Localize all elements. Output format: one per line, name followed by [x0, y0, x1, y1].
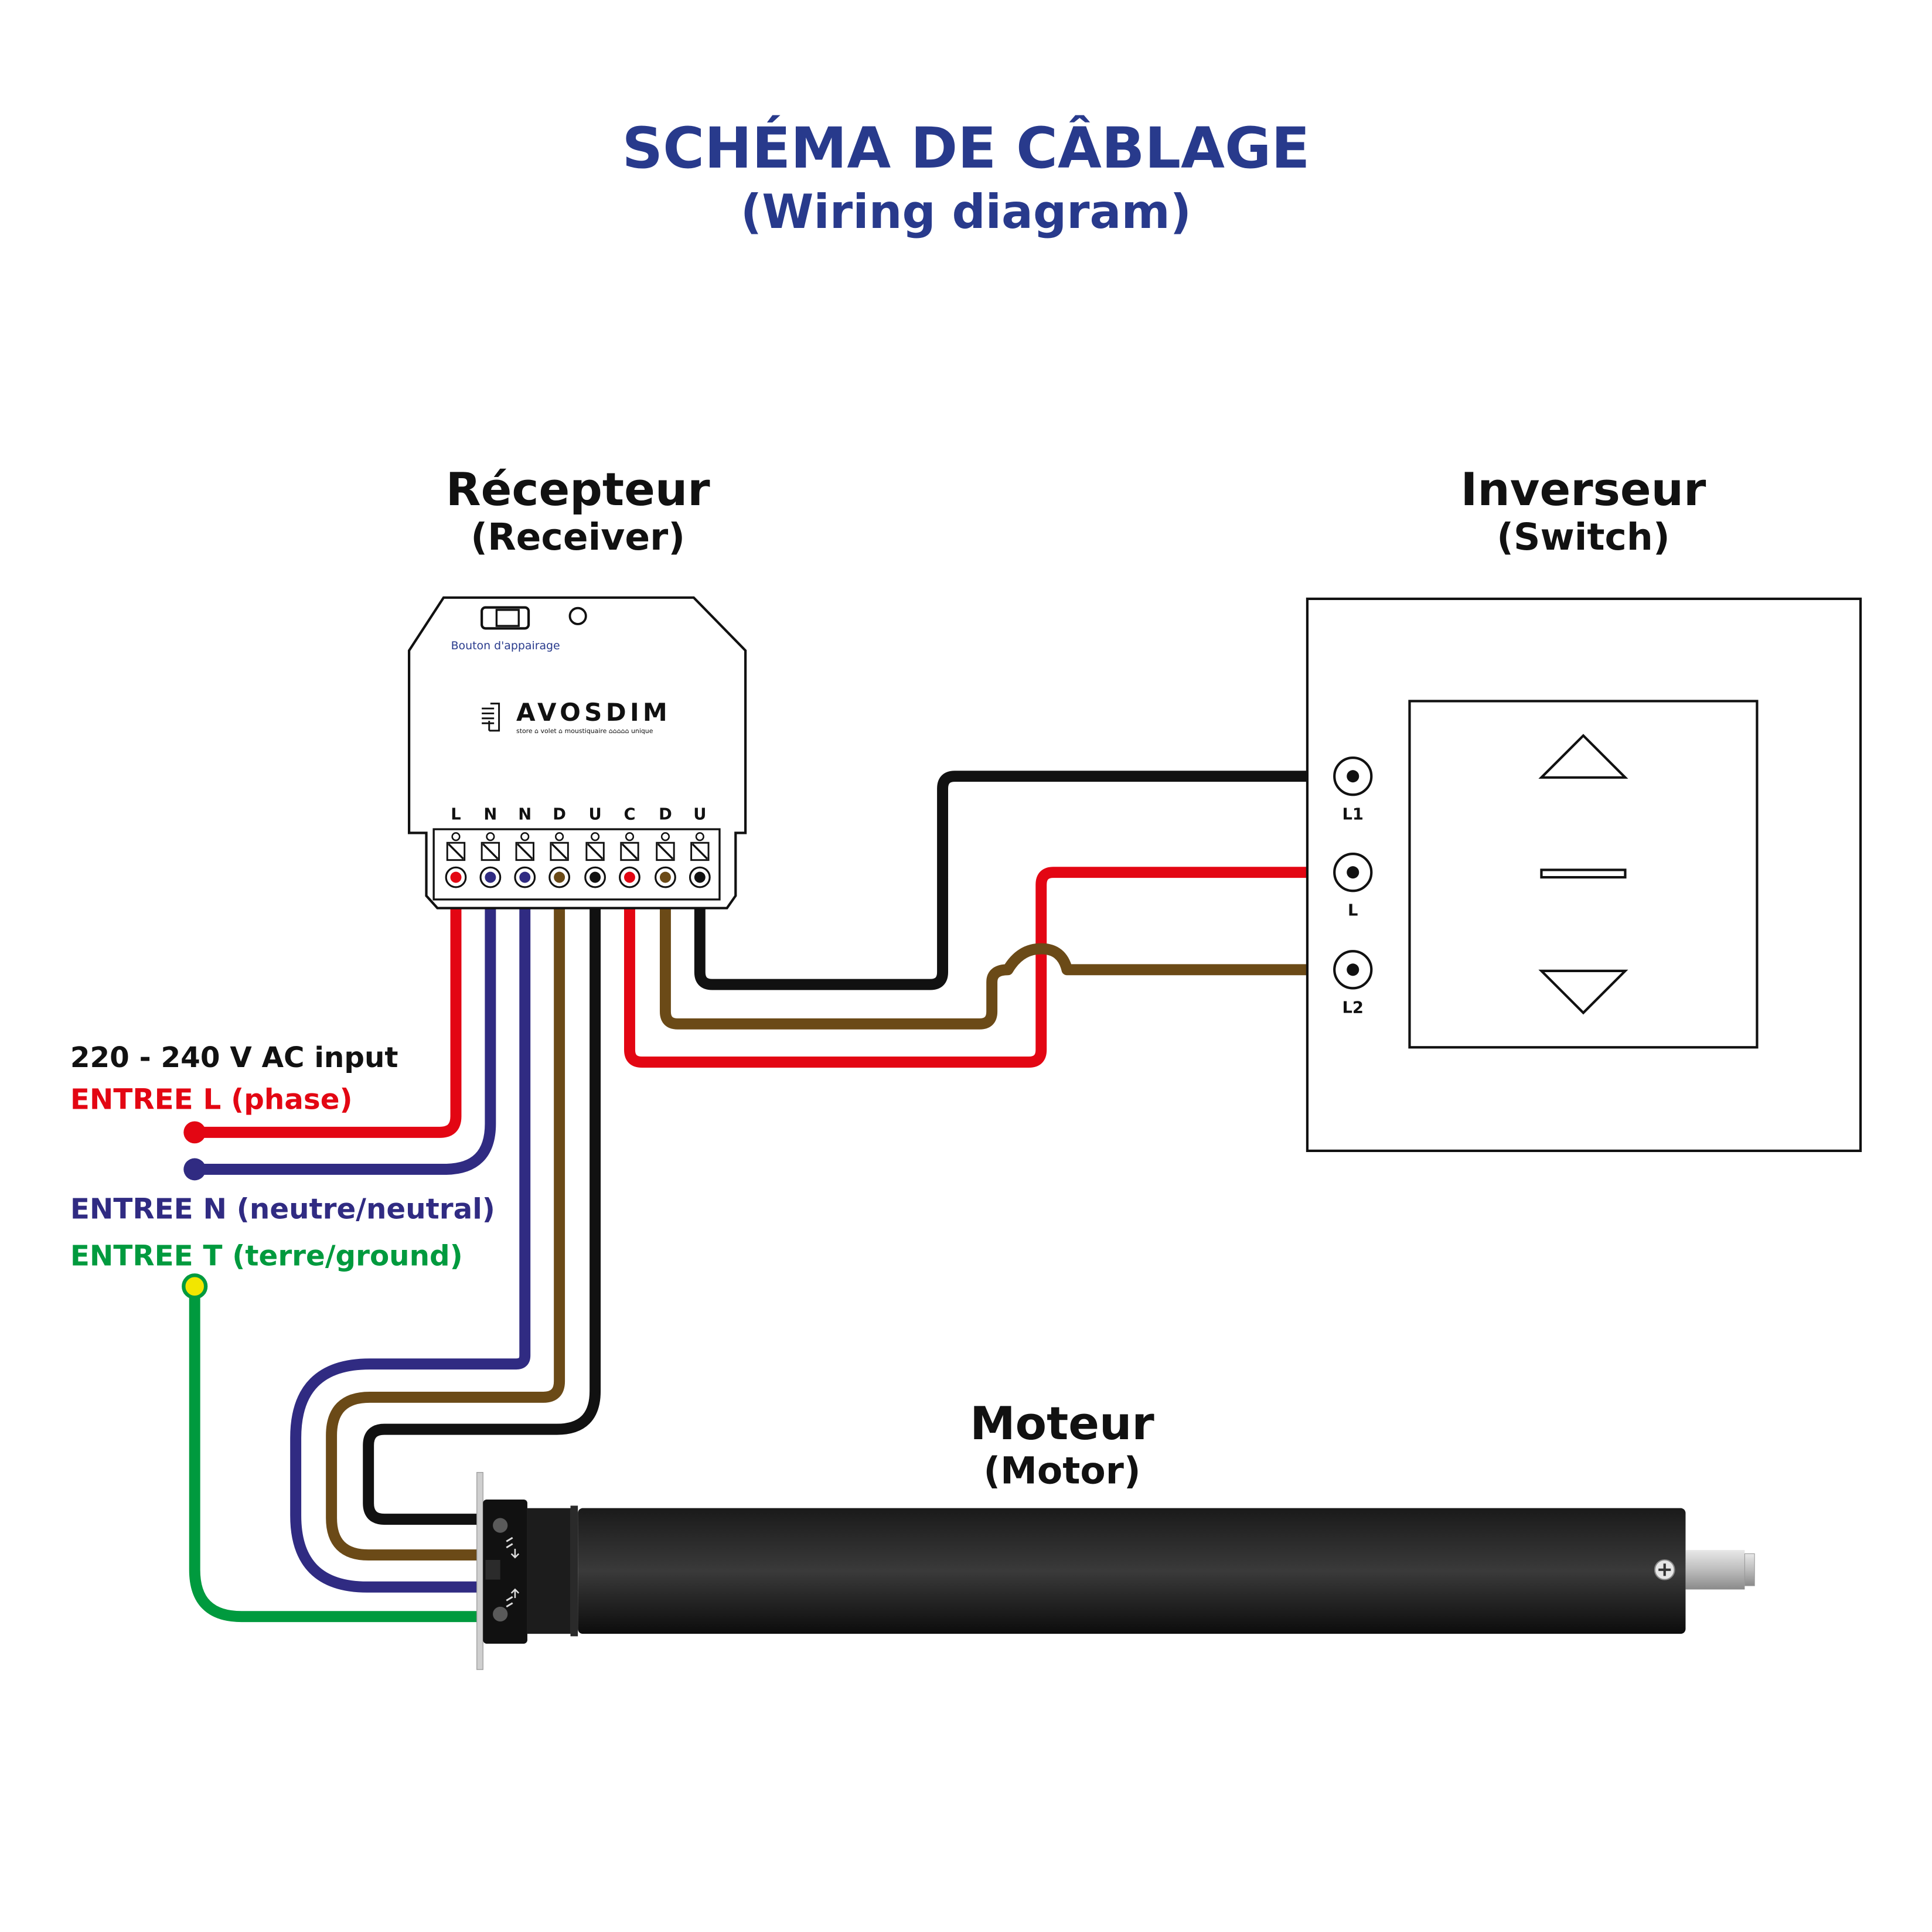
limit-button-down[interactable]	[493, 1518, 508, 1533]
diagram-subtitle: (Wiring diagram)	[741, 185, 1191, 239]
terminal-label: N	[483, 805, 497, 823]
terminal-label: N	[518, 805, 531, 823]
ground-input-dot	[182, 1273, 208, 1300]
brand-name: AVOSDIM	[516, 698, 671, 727]
terminal-indicator	[660, 832, 670, 841]
screw-slot-icon	[587, 843, 604, 860]
wire-up-motor	[363, 871, 601, 1525]
screw-slot-icon	[657, 843, 674, 860]
motor-subtitle: (Motor)	[983, 1449, 1140, 1493]
wire-neutral-input	[189, 871, 496, 1175]
switch-terminal-screw	[1347, 963, 1359, 976]
switch-terminal-screw	[1347, 770, 1359, 783]
wire-core	[519, 871, 531, 883]
wire-core	[485, 871, 496, 883]
screw-slot-icon	[448, 843, 464, 860]
terminal-label: D	[659, 805, 672, 823]
avosdim-logo-icon	[482, 703, 500, 732]
wire-core	[659, 871, 671, 883]
terminal-indicator	[625, 832, 635, 841]
down-arrow-icon[interactable]	[1538, 969, 1628, 1015]
wire-up-switch	[694, 771, 1359, 990]
wire-core	[590, 871, 601, 883]
motor-title: Moteur	[970, 1398, 1154, 1450]
switch-terminal-label: L	[1348, 901, 1358, 919]
wire-core	[450, 871, 462, 883]
motor-head	[483, 1499, 527, 1644]
receiver-title: Récepteur	[446, 464, 710, 516]
wire-core	[694, 871, 706, 883]
switch-plate: L1L L2	[1306, 597, 1862, 1153]
switch-terminal-label: L2	[1342, 999, 1364, 1017]
wire-core	[624, 871, 635, 883]
motor-tube	[578, 1508, 1686, 1634]
up-arrow-icon[interactable]	[1538, 734, 1628, 779]
wire-neutral-motor	[290, 871, 531, 1593]
wire-down-switch	[659, 871, 1359, 1030]
wire-ground	[189, 1280, 489, 1623]
terminal-indicator	[591, 832, 600, 841]
motor-shaft	[1685, 1550, 1745, 1590]
terminal-indicator	[451, 832, 461, 841]
wire-common-switch	[624, 867, 1359, 1068]
screw-slot-icon	[551, 843, 568, 860]
neutral-input-dot	[183, 1158, 206, 1181]
screw-slot-icon	[516, 843, 533, 860]
brand-tagline: store ⌂ volet ⌂ moustiquaire ⌂⌂⌂⌂⌂ uniqu…	[516, 727, 653, 735]
wire-phase-input	[189, 871, 462, 1138]
switch-terminal-screw	[1347, 866, 1359, 879]
switch-title: Inverseur	[1460, 464, 1706, 516]
tubular-motor	[476, 1472, 1755, 1670]
terminal-label: U	[693, 805, 706, 823]
receiver-module: Bouton d'appairage AVOSDIM store ⌂ volet…	[407, 596, 747, 909]
terminal-indicator	[695, 832, 704, 841]
wire-down-motor	[326, 871, 565, 1561]
ground-label: ENTREE T (terre/ground)	[70, 1239, 463, 1272]
stop-bar-icon[interactable]	[1540, 868, 1627, 879]
terminal-indicator	[486, 832, 495, 841]
limit-button-up[interactable]	[493, 1606, 508, 1622]
terminal-label: D	[553, 805, 566, 823]
neutral-label: ENTREE N (neutre/neutral)	[70, 1193, 495, 1226]
pairing-button[interactable]	[481, 606, 530, 630]
screw-slot-icon	[691, 843, 708, 860]
receiver-subtitle: (Receiver)	[471, 515, 685, 558]
terminal-indicator	[555, 832, 564, 841]
switch-subtitle: (Switch)	[1497, 515, 1669, 558]
voltage-label: 220 - 240 V AC input	[70, 1041, 398, 1074]
terminal-label: U	[588, 805, 601, 823]
phase-input-dot	[183, 1121, 206, 1144]
status-led	[568, 606, 587, 625]
switch-terminal-label: L1	[1342, 805, 1364, 823]
terminal-label: C	[623, 805, 635, 823]
wire-core	[554, 871, 565, 883]
screw-slot-icon	[621, 843, 638, 860]
phase-label: ENTREE L (phase)	[70, 1083, 353, 1116]
pairing-button-label: Bouton d'appairage	[451, 639, 560, 652]
terminal-label: L	[451, 805, 461, 823]
screw-slot-icon	[482, 843, 499, 860]
diagram-title: SCHÉMA DE CÂBLAGE	[622, 115, 1310, 181]
terminal-indicator	[520, 832, 530, 841]
